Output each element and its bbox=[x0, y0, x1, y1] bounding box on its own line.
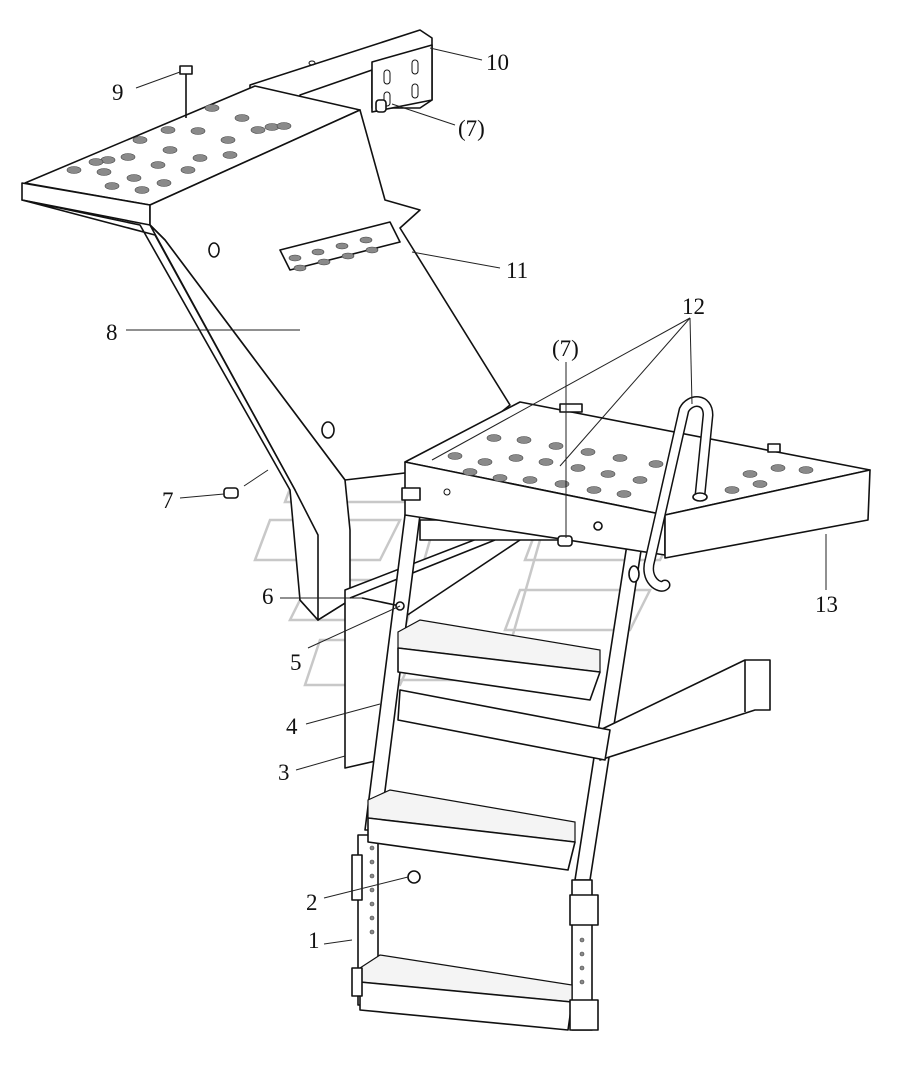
callout-7-bracket: (7) bbox=[458, 116, 485, 141]
upper-step-housing bbox=[21, 29, 511, 621]
callout-5: 5 bbox=[290, 650, 302, 675]
callout-10: 10 bbox=[486, 50, 509, 75]
upper-handrail bbox=[208, 232, 360, 439]
callout-8: 8 bbox=[106, 320, 118, 345]
lower-step-platform bbox=[401, 401, 871, 559]
bolt-7-platform bbox=[557, 521, 603, 547]
upper-step-holes bbox=[66, 104, 292, 194]
nut-2 bbox=[407, 870, 421, 884]
callout-6: 6 bbox=[262, 584, 274, 609]
callout-4: 4 bbox=[286, 714, 298, 739]
step-tread-1 bbox=[397, 619, 601, 673]
callout-7: 7 bbox=[162, 488, 174, 513]
bolt-9 bbox=[179, 65, 193, 118]
bolt-7-left bbox=[223, 487, 239, 499]
adjustment-holes bbox=[369, 845, 585, 985]
callout-7-platform: (7) bbox=[552, 336, 579, 361]
callout-1: 1 bbox=[308, 928, 320, 953]
ladder-frame bbox=[344, 514, 771, 1031]
callout-3: 3 bbox=[278, 760, 290, 785]
step-tread-2 bbox=[367, 789, 576, 843]
lower-handrail bbox=[628, 396, 714, 592]
strip-holes bbox=[288, 236, 379, 272]
callout-12: 12 bbox=[682, 294, 705, 319]
platform-holes bbox=[447, 434, 814, 498]
leader-lines bbox=[126, 47, 827, 945]
callout-11: 11 bbox=[506, 258, 528, 283]
bolt-7-upper-bracket bbox=[375, 99, 387, 113]
callout-labels: 1 2 3 4 5 6 7 (7) (7) 8 9 10 11 12 13 bbox=[106, 50, 838, 953]
callout-2: 2 bbox=[306, 890, 318, 915]
callout-13: 13 bbox=[815, 592, 838, 617]
callout-9: 9 bbox=[112, 80, 124, 105]
